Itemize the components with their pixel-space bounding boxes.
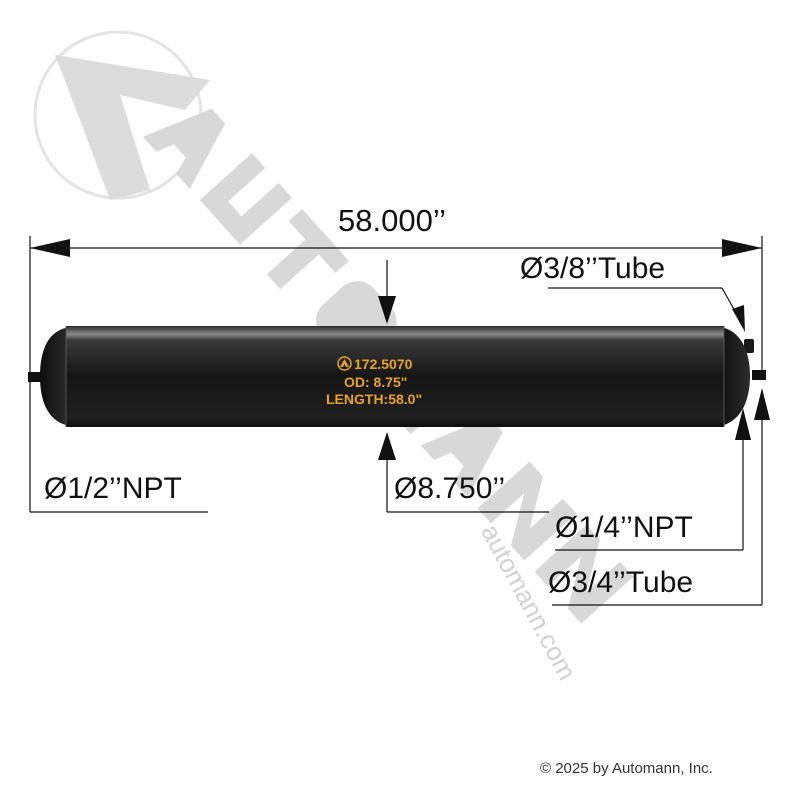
end-port-label: Ø3/4’’Tube — [548, 566, 694, 599]
left-fitting — [28, 372, 42, 382]
inlet-port-label: Ø1/2’’NPT — [44, 472, 182, 505]
tank-logo-icon — [337, 356, 352, 371]
tank-shell — [66, 326, 724, 427]
automann-logo-icon — [55, 55, 210, 200]
od-dimension — [378, 260, 549, 513]
tank-left-cap — [40, 327, 70, 426]
top-port-fitting — [744, 339, 754, 353]
side-port-label: Ø1/4’’NPT — [555, 511, 693, 544]
air-tank — [28, 326, 766, 427]
right-fitting — [752, 370, 766, 380]
copyright-notice: © 2025 by Automann, Inc. — [540, 760, 713, 777]
top-port-leader — [548, 287, 745, 332]
overall-length-dimension — [29, 236, 763, 385]
inlet-port-leader — [29, 385, 208, 513]
tank-length-label: LENGTH:58.0" — [326, 391, 423, 407]
end-port-leader — [552, 388, 770, 606]
overall-length-label: 58.000’’ — [338, 203, 447, 238]
top-port-label: Ø3/8’’Tube — [520, 252, 666, 285]
side-port-leader — [555, 408, 751, 551]
tank-part-number: 172.5070 — [354, 356, 413, 372]
tank-od-label: OD: 8.75" — [344, 374, 408, 390]
outer-diameter-label: Ø8.750’’ — [394, 472, 506, 505]
tank-right-cap — [720, 327, 750, 426]
